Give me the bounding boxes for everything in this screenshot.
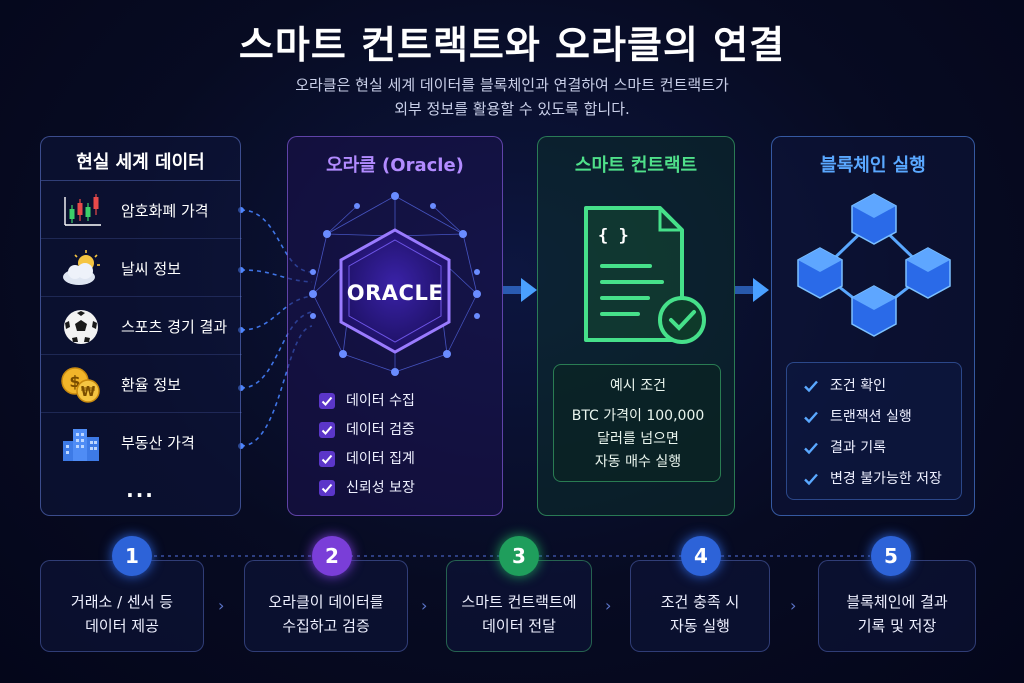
step-4-number: 4 <box>681 536 721 576</box>
chevron-right-icon: › <box>218 596 225 615</box>
step-2-number: 2 <box>312 536 352 576</box>
example-condition-title: 예시 조건 <box>610 378 666 394</box>
data-item-real-estate: 부동산 가격 <box>41 413 242 471</box>
step-3-box: 스마트 컨트랙트에 데이터 전달 <box>446 560 592 652</box>
step-1-number: 1 <box>112 536 152 576</box>
step-3-number: 3 <box>499 536 539 576</box>
chevron-right-icon: › <box>421 596 428 615</box>
real-world-data-panel: 현실 세계 데이터 암호화폐 가격 날씨 정보 <box>40 136 242 516</box>
blockchain-cubes-icon <box>797 193 951 337</box>
step-text: 오라클이 데이터를 <box>268 593 384 611</box>
step-text: 거래소 / 센서 등 <box>70 593 174 611</box>
check-icon <box>804 473 818 486</box>
oracle-title: 오라클 (Oracle) <box>326 155 464 176</box>
step-text: 기록 및 저장 <box>857 617 937 635</box>
example-condition-line: 달러를 넘으면 <box>597 431 679 447</box>
chevron-right-icon: › <box>605 596 612 615</box>
check-icon <box>319 480 335 496</box>
blockchain-action-item: 트랜잭션 실행 <box>802 407 942 438</box>
oracle-badge-label: ORACLE <box>346 281 444 305</box>
arrow-right-icon <box>503 278 537 302</box>
weather-icon <box>63 250 100 285</box>
data-item-label: 환율 정보 <box>121 376 181 394</box>
svg-text:$: $ <box>69 372 80 391</box>
subtitle-line-2: 외부 정보를 활용할 수 있도록 합니다. <box>394 100 630 118</box>
oracle-function-item: 데이터 수집 <box>318 391 415 420</box>
buildings-icon <box>63 429 99 461</box>
currency-coins-icon: $ ₩ <box>61 367 100 403</box>
data-item-exchange-rate: $ ₩ 환율 정보 <box>41 355 242 413</box>
oracle-function-item: 신뢰성 보장 <box>318 478 415 507</box>
check-icon <box>319 451 335 467</box>
smart-contract-title: 스마트 컨트랙트 <box>574 155 698 176</box>
data-item-weather: 날씨 정보 <box>41 239 242 297</box>
oracle-function-item: 데이터 집계 <box>318 449 415 478</box>
data-item-label: 스포츠 경기 결과 <box>121 318 228 336</box>
blockchain-action-list: 조건 확인 트랜잭션 실행 결과 기록 변경 불가능한 저장 <box>802 376 942 500</box>
data-item-crypto-price: 암호화폐 가격 <box>41 181 242 239</box>
check-icon <box>804 411 818 424</box>
step-5-number: 5 <box>871 536 911 576</box>
more-items-ellipsis: ... <box>126 478 155 502</box>
check-icon <box>319 393 335 409</box>
step-text: 블록체인에 결과 <box>846 593 948 611</box>
soccer-ball-icon <box>64 310 98 344</box>
step-text: 데이터 전달 <box>482 617 556 635</box>
arrow-right-icon <box>735 278 769 302</box>
example-condition-line: 자동 매수 실행 <box>594 454 682 470</box>
code-braces-label: { } <box>598 226 629 246</box>
blockchain-title: 블록체인 실행 <box>820 155 926 176</box>
blockchain-action-item: 변경 불가능한 저장 <box>802 469 942 500</box>
step-text: 조건 충족 시 <box>660 593 740 611</box>
blockchain-action-item: 조건 확인 <box>802 376 942 407</box>
step-text: 스마트 컨트랙트에 <box>461 593 577 611</box>
page-title: 스마트 컨트랙트와 오라클의 연결 <box>238 23 786 67</box>
check-icon <box>319 422 335 438</box>
data-item-label: 부동산 가격 <box>121 434 195 452</box>
check-icon <box>804 442 818 455</box>
step-text: 수집하고 검증 <box>282 617 370 635</box>
check-icon <box>804 380 818 393</box>
svg-text:₩: ₩ <box>81 385 96 400</box>
data-item-sports: 스포츠 경기 결과 <box>41 297 242 355</box>
contract-document-icon <box>584 206 706 344</box>
oracle-function-list: 데이터 수집 데이터 검증 데이터 집계 신뢰성 보장 <box>318 391 415 507</box>
step-text: 자동 실행 <box>670 617 730 635</box>
subtitle-line-1: 오라클은 현실 세계 데이터를 블록체인과 연결하여 스마트 컨트랙트가 <box>295 76 729 94</box>
data-item-label: 날씨 정보 <box>121 260 181 278</box>
example-condition-line: BTC 가격이 100,000 <box>571 408 705 424</box>
step-text: 데이터 제공 <box>85 617 159 635</box>
example-condition-box: 예시 조건 BTC 가격이 100,000 달러를 넘으면 자동 매수 실행 <box>553 364 721 482</box>
candlestick-chart-icon <box>64 194 101 226</box>
chevron-right-icon: › <box>790 596 797 615</box>
oracle-hexagon-graphic <box>309 192 481 376</box>
data-item-label: 암호화폐 가격 <box>121 202 209 220</box>
real-world-data-title: 현실 세계 데이터 <box>76 152 205 173</box>
oracle-function-item: 데이터 검증 <box>318 420 415 449</box>
blockchain-action-item: 결과 기록 <box>802 438 942 469</box>
